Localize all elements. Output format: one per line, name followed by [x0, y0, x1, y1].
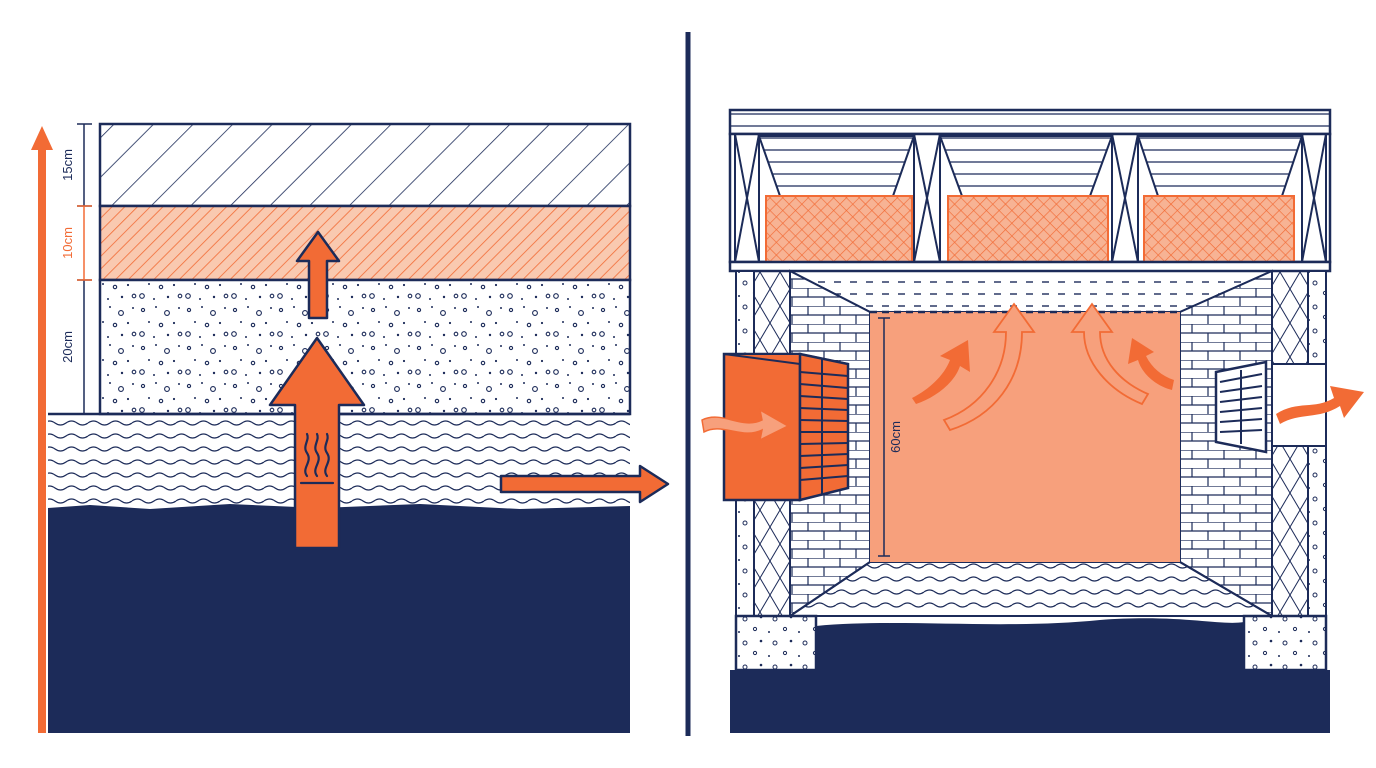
joists [734, 133, 1327, 263]
dim-label-20cm: 20cm [60, 331, 75, 363]
small-up-arrow [295, 230, 341, 320]
joist-insulation-batts [765, 195, 1295, 263]
gravel-layer [98, 278, 632, 416]
insulation-layer [98, 204, 632, 282]
dim-label-10cm: 10cm [60, 227, 75, 259]
height-dimension-line [878, 317, 890, 557]
floor-slab [728, 108, 1332, 136]
louvered-vent-icon [799, 358, 849, 494]
top-hatched-layer [98, 122, 632, 208]
exhaust-arrow-icon [1276, 386, 1364, 424]
rising-air-arrow-icon [912, 302, 1174, 432]
footing-right [1242, 614, 1328, 672]
crawlspace-ground [730, 618, 1330, 733]
dim-label-60cm: 60cm [888, 421, 903, 453]
back-wall-warm-air [870, 312, 1180, 562]
sill-beam [728, 260, 1332, 273]
dim-label-15cm: 15cm [60, 149, 75, 181]
footing-left [734, 614, 818, 672]
louvered-vent-icon [1219, 370, 1263, 444]
subfloor-boards [757, 135, 1304, 197]
lateral-flow-arrow [499, 464, 670, 504]
heat-waves-icon [299, 432, 335, 485]
insulation-dimension-line [77, 205, 92, 281]
inlet-vent [722, 352, 850, 502]
right-crawlspace-section: 60cm [701, 108, 1364, 733]
left-foundation-section: 15cm 10cm 20cm [31, 122, 670, 733]
rising-heat-arrow [268, 336, 366, 550]
vertical-height-arrow [31, 126, 53, 733]
airflow-arrow-icon [701, 408, 790, 442]
ground-mass [48, 504, 630, 733]
